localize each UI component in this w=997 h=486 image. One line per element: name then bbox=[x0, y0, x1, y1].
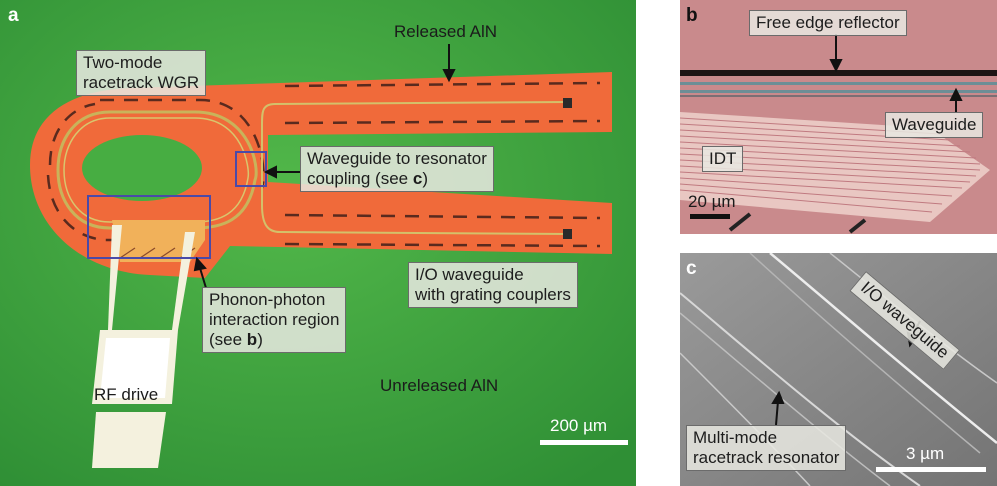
label-free-edge-reflector: Free edge reflector bbox=[749, 10, 907, 36]
idt-region bbox=[112, 220, 205, 262]
release-holes bbox=[46, 81, 601, 248]
scale-label-b: 20 µm bbox=[688, 192, 736, 211]
panel-a-micrograph: a Two-mode racetrack WGR Released AlN Wa… bbox=[0, 0, 636, 486]
scale-label-c: 3 µm bbox=[906, 444, 945, 463]
grating-coupler-bottom bbox=[563, 229, 572, 239]
label-io-waveguide: I/O waveguide with grating couplers bbox=[408, 262, 578, 308]
rf-pad-highlight bbox=[100, 338, 170, 398]
label-coupling: Waveguide to resonator coupling (see c) bbox=[300, 146, 494, 192]
coupling-ref: c bbox=[412, 169, 423, 188]
scale-label-a: 200 µm bbox=[550, 416, 608, 435]
annotation-arrows bbox=[193, 44, 456, 289]
coupling-text: Waveguide to resonator coupling (see bbox=[307, 149, 487, 188]
label-released-aln: Released AlN bbox=[394, 22, 498, 41]
label-rf-drive: RF drive bbox=[94, 385, 159, 404]
racetrack-opening bbox=[82, 135, 202, 201]
free-edge-reflector bbox=[680, 70, 997, 76]
idt-electrode bbox=[680, 112, 990, 222]
device-drawing bbox=[0, 0, 636, 486]
waveguide-line-1 bbox=[680, 82, 997, 85]
box-coupling-region bbox=[235, 151, 267, 187]
label-multimode-resonator: Multi-mode racetrack resonator bbox=[686, 425, 847, 471]
annotation-arrows-b bbox=[829, 34, 963, 112]
idt-drawing bbox=[680, 0, 997, 234]
panel-b-micrograph: b Free edge reflector Waveguide IDT 20 µ… bbox=[680, 0, 997, 234]
label-idt: IDT bbox=[702, 146, 744, 172]
panel-a-letter: a bbox=[8, 5, 19, 26]
sem-waveguide-edges bbox=[680, 253, 997, 486]
scale-bar-b bbox=[690, 214, 730, 219]
phonon-close: ) bbox=[257, 330, 263, 349]
panel-b-letter: b bbox=[686, 5, 698, 26]
panel-c-letter: c bbox=[686, 258, 697, 279]
coupling-close: ) bbox=[422, 169, 428, 188]
io-waveguide bbox=[261, 101, 571, 235]
scale-bar-c bbox=[876, 467, 986, 472]
panel-c-sem: c I/O waveguide Multi-mode racetrack res… bbox=[680, 253, 997, 486]
waveguide-line-2 bbox=[680, 90, 997, 93]
scale-bar-a bbox=[540, 440, 628, 445]
etch-marks bbox=[728, 212, 867, 234]
label-phonon-photon: Phonon-photon interaction region (see b) bbox=[202, 287, 347, 353]
label-two-mode-wgr: Two-mode racetrack WGR bbox=[76, 50, 207, 96]
phonon-ref: b bbox=[246, 330, 258, 349]
phonon-text: Phonon-photon interaction region (see bbox=[209, 290, 340, 349]
box-interaction-region bbox=[87, 195, 211, 259]
grating-coupler-top bbox=[563, 98, 572, 108]
label-waveguide: Waveguide bbox=[885, 112, 984, 138]
waveguide-line-3 bbox=[680, 95, 997, 97]
label-unreleased-aln: Unreleased AlN bbox=[380, 376, 499, 395]
